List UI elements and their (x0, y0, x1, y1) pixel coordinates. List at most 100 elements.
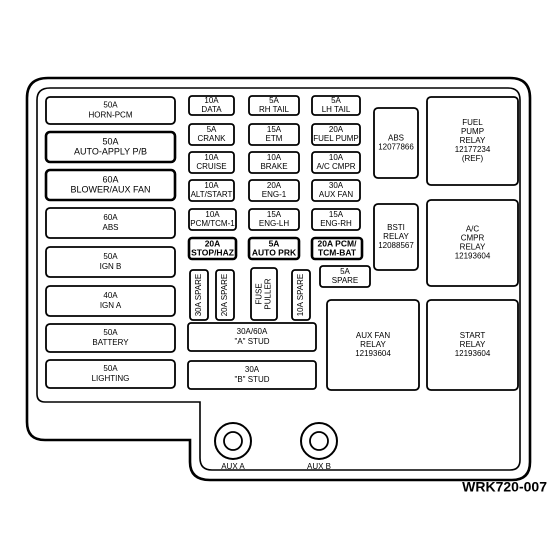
ign-b-line-1: IGN B (100, 262, 122, 271)
stud-a-line-1: "A" STUD (234, 337, 269, 346)
spare20-slot: 20A SPARE (215, 269, 235, 321)
etm-outline (248, 123, 300, 146)
pcm-tcm-bat-fuse: 20A PCM/TCM-BAT (310, 236, 364, 261)
aux_a-inner-ring (223, 431, 243, 451)
pcm-tcm-bat-line-1: TCM-BAT (318, 247, 357, 257)
aux-fan-relay-line-0: AUX FAN (356, 331, 390, 340)
ign-a-line-1: IGN A (100, 301, 122, 310)
brake-outline (248, 151, 300, 174)
blower-outline (44, 168, 177, 202)
eng-rh-line-1: ENG-RH (320, 219, 352, 228)
spare10-slot: 10A SPARE (291, 269, 311, 321)
ac-cmpr-relay-line-0: A/C (466, 225, 480, 234)
ac-cmpr-outline (311, 151, 361, 174)
spare5-line-0: 5A (340, 267, 350, 276)
rh-tail-outline (248, 95, 300, 116)
spare10-outline (291, 269, 311, 321)
cruise-outline (188, 151, 235, 174)
aux_b-label: AUX B (307, 462, 331, 471)
blower-line-0: 60A (102, 174, 118, 184)
start-relay-outline (426, 299, 519, 391)
abs-relay-outline (373, 107, 419, 179)
horn-pcm-outline (45, 96, 176, 125)
alt-start-line-0: 10A (204, 181, 219, 190)
fuel-pump-relay-line-0: FUEL (462, 118, 483, 127)
spare30-outline (189, 269, 209, 321)
aux-a-terminal: AUX A (214, 422, 252, 471)
auto-prk-line-1: AUTO PRK (252, 247, 297, 257)
cruise-line-0: 10A (204, 153, 219, 162)
data-line-0: 10A (204, 96, 219, 105)
eng-lh-outline (248, 208, 300, 231)
lighting-outline (45, 359, 176, 389)
battery-line-1: BATTERY (92, 338, 129, 347)
stud-b-line-1: "B" STUD (234, 375, 269, 384)
fuel-pump-line-0: 20A (329, 125, 344, 134)
lh-tail-line-0: 5A (331, 96, 341, 105)
spare20-outline (215, 269, 235, 321)
eng-rh-line-0: 15A (329, 210, 344, 219)
ign-a-line-0: 40A (103, 291, 118, 300)
aux-fan30-line-1: AUX FAN (319, 190, 353, 199)
start-relay-line-1: RELAY (460, 340, 486, 349)
pcm-tcm-bat-outline (310, 236, 364, 261)
fuse-puller-label-1: PULLER (264, 278, 273, 309)
battery-line-0: 50A (103, 328, 118, 337)
eng1-outline (248, 179, 300, 202)
abs-relay-line-0: ABS (388, 134, 404, 143)
brake-line-1: BRAKE (260, 162, 287, 171)
fuse-puller-label-0: FUSE (255, 283, 264, 304)
fuel-pump-line-1: FUEL PUMP (313, 134, 359, 143)
spare5-line-1: SPARE (332, 276, 359, 285)
auto-prk-outline (247, 236, 301, 261)
eng-lh-line-1: ENG-LH (259, 219, 289, 228)
eng1-line-1: ENG-1 (262, 190, 287, 199)
fuel-pump-relay-line-2: RELAY (460, 136, 486, 145)
aux-fan-relay-line-2: 12193604 (355, 349, 391, 358)
aux-fan-relay-line-1: RELAY (360, 340, 386, 349)
fuel-pump-outline (311, 123, 361, 146)
rh-tail-line-0: 5A (269, 96, 279, 105)
blower-line-1: BLOWER/AUX FAN (70, 184, 150, 194)
battery-outline (45, 323, 176, 353)
abs60-line-0: 60A (103, 213, 118, 222)
spare10-label: 10A SPARE (296, 274, 305, 317)
etm-line-0: 15A (267, 125, 282, 134)
eng-rh-outline (311, 208, 361, 231)
auto-apply-outline (44, 130, 177, 164)
spare30-label: 30A SPARE (194, 274, 203, 317)
spare20-label: 20A SPARE (220, 274, 229, 317)
stop-haz-line-1: STOP/HAZ (191, 247, 234, 257)
bsti-relay-line-2: 12088567 (378, 241, 414, 250)
data-line-1: DATA (201, 105, 222, 114)
ac-cmpr-line-0: 10A (329, 153, 344, 162)
stud-a-outline (187, 322, 317, 352)
spare30-slot: 30A SPARE (189, 269, 209, 321)
auto-apply-line-1: AUTO-APPLY P/B (74, 146, 147, 156)
lighting-line-0: 50A (103, 364, 118, 373)
aux-fan30-outline (311, 179, 361, 202)
fuel-pump-relay-outline (426, 96, 519, 186)
crank-outline (188, 123, 235, 146)
aux_a-label: AUX A (221, 462, 245, 471)
data-outline (188, 95, 235, 116)
stud-a-fuse: 30A/60A"A" STUD (187, 322, 317, 352)
pcm-tcm1-line-0: 10A (205, 210, 220, 219)
alt-start-line-1: ALT/START (191, 190, 233, 199)
